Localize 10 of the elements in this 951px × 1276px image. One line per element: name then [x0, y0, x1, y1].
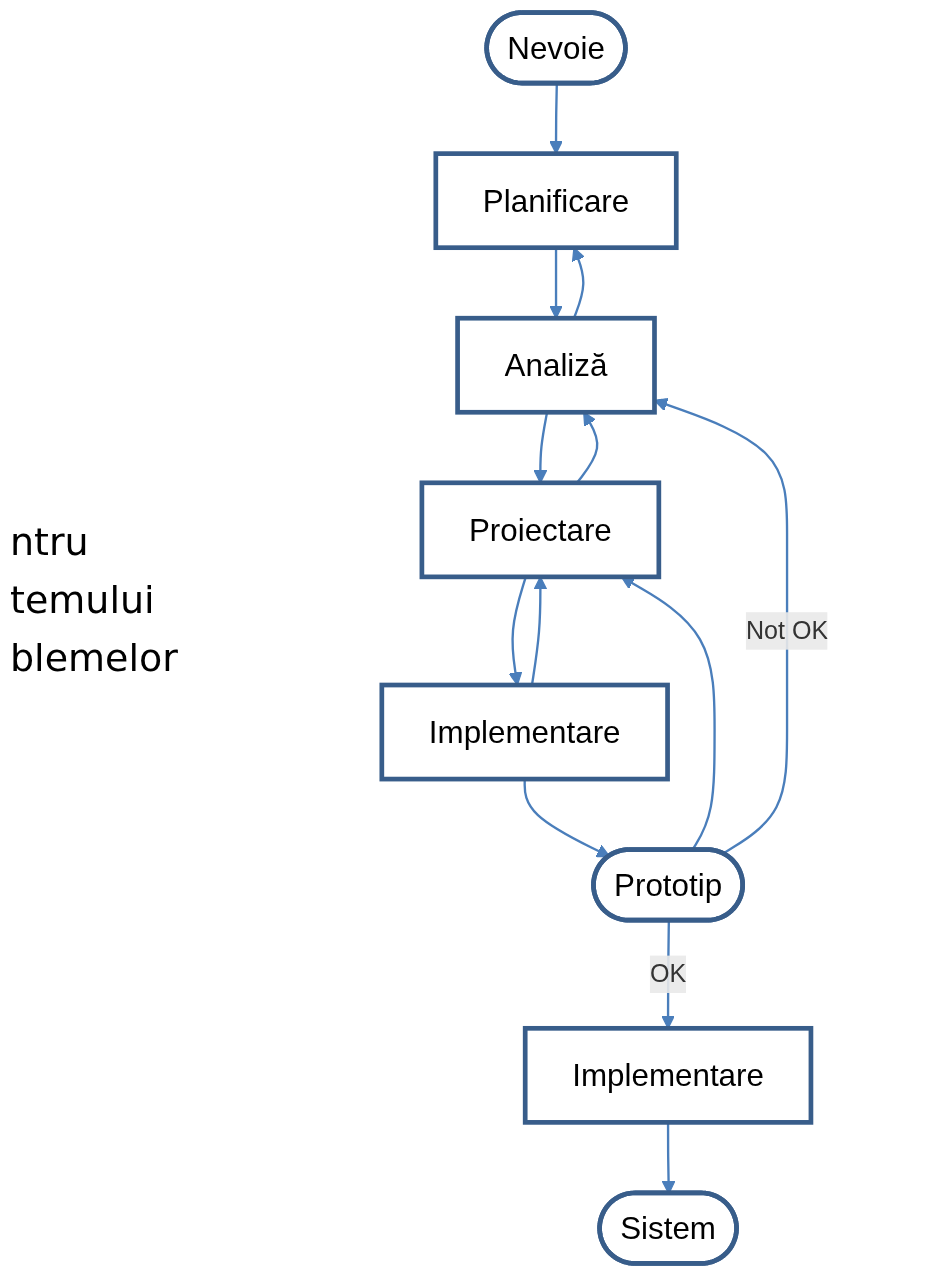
- node-box: Implementare: [522, 1025, 814, 1125]
- text-fragment: ntru: [10, 520, 90, 564]
- edge-label: OK: [649, 960, 687, 987]
- text-fragment: temului: [10, 578, 156, 622]
- node-box: Analiză: [455, 315, 657, 415]
- node-box: Proiectare: [419, 480, 662, 580]
- node-box: Implementare: [379, 682, 670, 782]
- node-box: Planificare: [433, 151, 679, 251]
- text-fragment: blemelor: [10, 636, 178, 680]
- edge-label: Not OK: [745, 616, 829, 644]
